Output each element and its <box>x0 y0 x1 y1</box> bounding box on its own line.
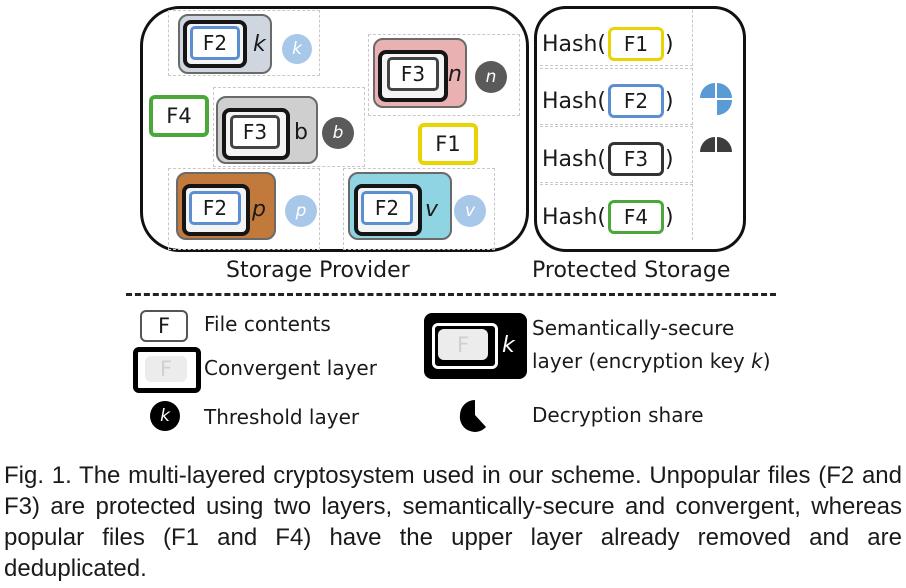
grid-cell <box>368 34 520 116</box>
hash-file-box: F2 <box>608 84 665 118</box>
hash-row-f2: Hash(F2) <box>542 84 674 118</box>
file-box: F2 <box>190 26 240 60</box>
threshold-key-icon: n <box>475 61 507 93</box>
threshold-key-icon: p <box>285 195 317 227</box>
protected-storage-caption: Protected Storage <box>532 258 731 283</box>
legend-semantic-line2: layer (encryption key k) <box>532 349 771 373</box>
legend-semantic-line2-suffix: ) <box>762 349 771 373</box>
file-box-f4: F4 <box>149 95 209 137</box>
threshold-key-icon: k <box>282 34 312 64</box>
hash-row-f1: Hash(F1) <box>542 27 674 61</box>
hash-suffix: ) <box>665 204 674 230</box>
legend-separator <box>126 293 776 296</box>
file-box: F3 <box>230 115 280 149</box>
hash-file-box: F4 <box>608 200 665 234</box>
legend-convergent-icon: F <box>133 347 201 393</box>
grid-cell <box>168 168 320 250</box>
decryption-share-gray-icon <box>700 137 732 152</box>
legend-threshold-layer: Threshold layer <box>204 405 360 429</box>
grid-cell <box>168 10 320 76</box>
threshold-key-icon: b <box>322 117 354 149</box>
hash-row-f4: Hash(F4) <box>542 200 674 234</box>
legend-file-box: F <box>140 310 188 342</box>
legend-semantic-line2-key: k <box>751 349 763 373</box>
legend-semantic-key: k <box>502 333 515 358</box>
hash-suffix: ) <box>665 146 674 172</box>
legend-convergent-inner: F <box>145 356 187 382</box>
legend-decryption-share: Decryption share <box>532 403 704 427</box>
storage-provider-caption: Storage Provider <box>226 258 410 283</box>
hash-prefix: Hash( <box>542 88 607 114</box>
hash-prefix: Hash( <box>542 204 607 230</box>
legend-threshold-icon: k <box>150 401 180 431</box>
encryption-key-label: p <box>252 197 266 222</box>
encryption-key-label: v <box>425 197 439 222</box>
legend-semantic-file: F <box>438 329 488 360</box>
legend-semantic-line1: Semantically-secure <box>532 316 735 340</box>
hash-row-f3: Hash(F3) <box>542 142 674 176</box>
hash-file-box: F3 <box>608 142 665 176</box>
decryption-share-blue-icon <box>700 83 732 115</box>
legend-file-contents: File contents <box>204 312 331 336</box>
threshold-key-icon: v <box>454 195 486 227</box>
legend-semantic-line2-prefix: layer (encryption key <box>532 349 752 373</box>
grid-cell <box>343 168 495 250</box>
hash-suffix: ) <box>665 88 674 114</box>
figure-caption: Fig. 1. The multi-layered cryptosystem u… <box>4 462 902 582</box>
hash-suffix: ) <box>665 31 674 57</box>
hash-prefix: Hash( <box>542 31 607 57</box>
file-box: F2 <box>361 191 413 225</box>
grid-cell <box>213 87 365 167</box>
hash-file-box: F1 <box>608 27 665 61</box>
protected-storage-grid <box>540 10 736 242</box>
encryption-key-label: b <box>294 120 308 145</box>
legend-decryption-share-icon <box>459 400 486 432</box>
encryption-key-label: k <box>253 32 266 57</box>
legend-semantic-icon: F k <box>424 313 527 379</box>
file-box: F2 <box>189 191 241 225</box>
file-box: F3 <box>387 57 439 91</box>
encryption-key-label: n <box>448 62 462 87</box>
hash-prefix: Hash( <box>542 146 607 172</box>
legend-convergent-layer: Convergent layer <box>204 356 377 380</box>
file-box-f1: F1 <box>418 123 478 165</box>
